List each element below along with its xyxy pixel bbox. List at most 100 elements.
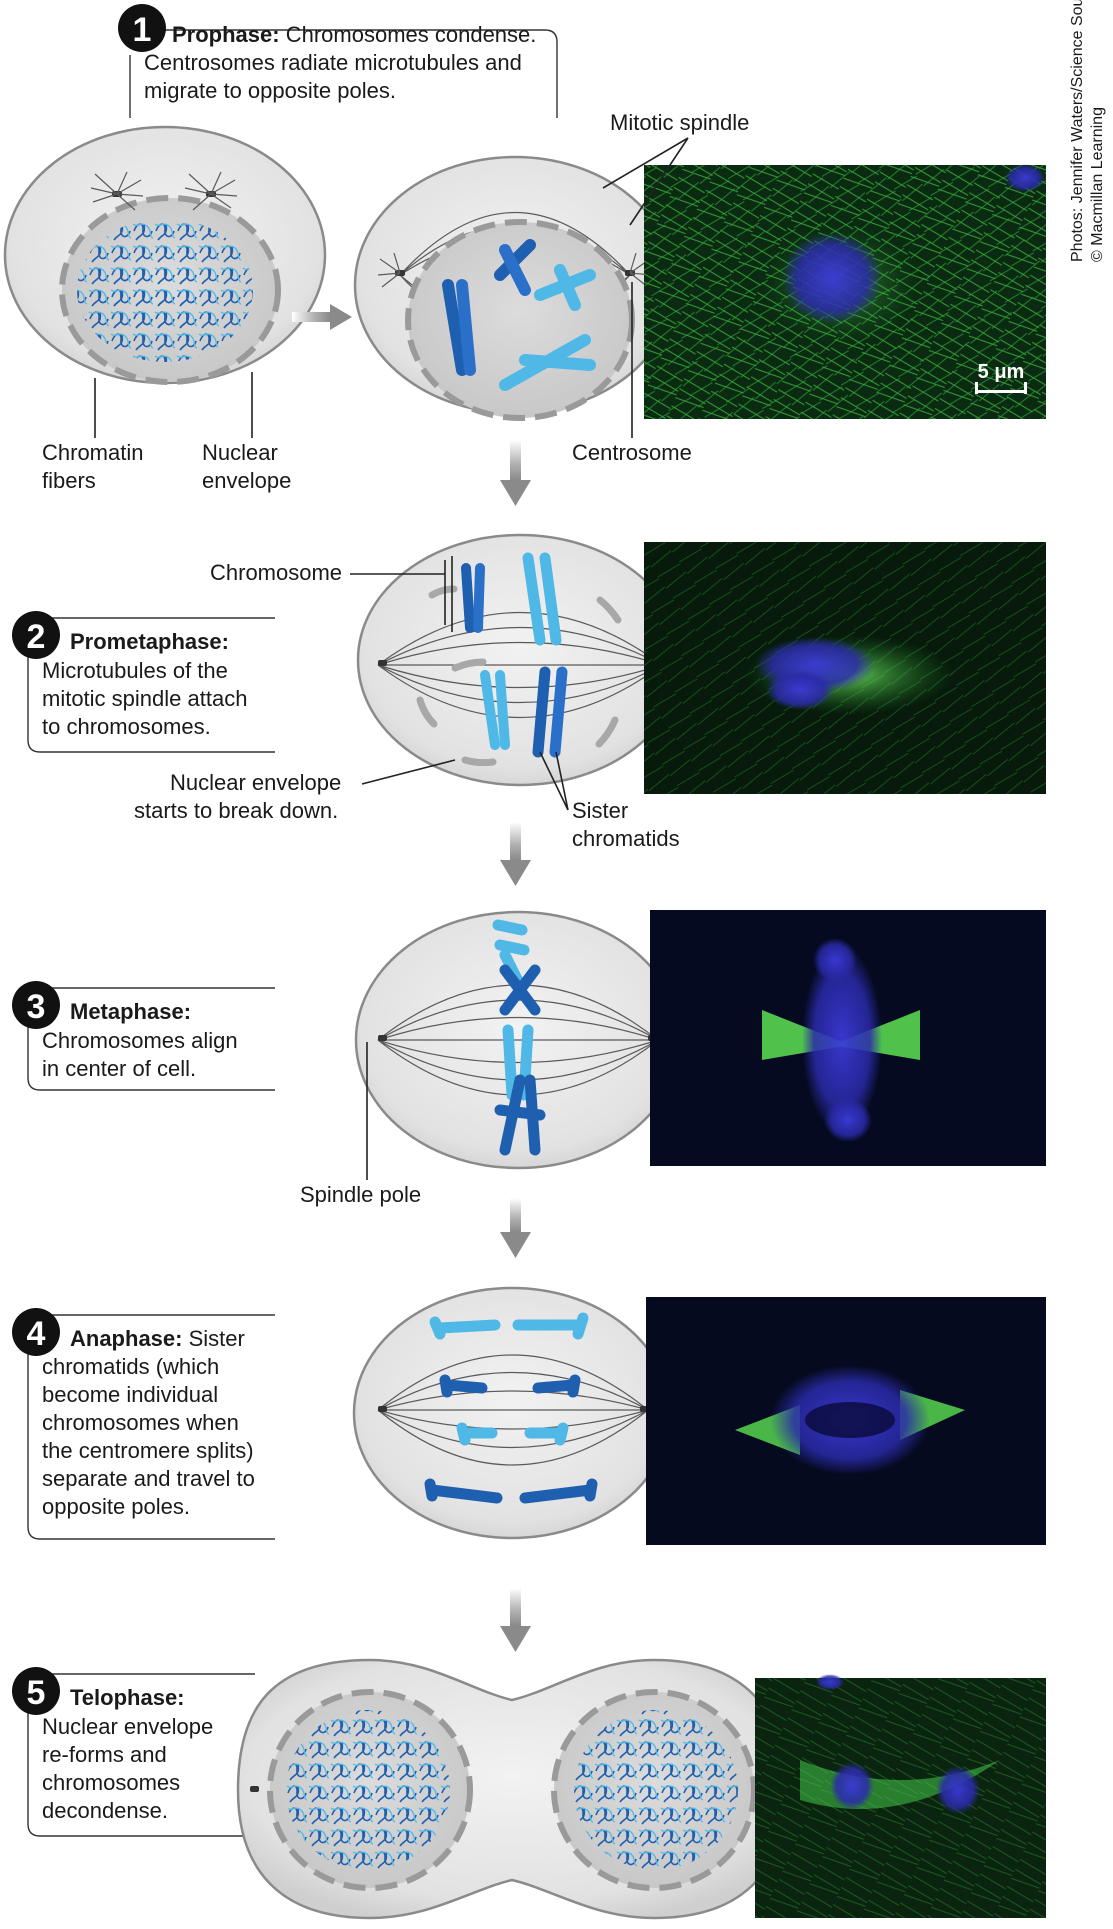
leader-mitotic-spindle	[602, 137, 689, 226]
label-nuclear-envelope-1: Nuclear	[202, 440, 278, 465]
metaphase-line-1: Chromosomes align	[42, 1028, 238, 1053]
prophase-caption-line-2: Centrosomes radiate microtubules and	[144, 50, 522, 75]
chromosome-icon	[534, 264, 596, 311]
anaphase-line-6: opposite poles.	[42, 1494, 190, 1519]
centrosome-icon	[250, 1786, 259, 1792]
caption-frame-4	[27, 1345, 275, 1540]
chromosome-icon	[532, 1374, 581, 1398]
credit-line-2: © Macmillan Learning	[1089, 107, 1106, 262]
step-number-1: 1	[133, 11, 152, 49]
telophase-title: Telophase:	[70, 1685, 185, 1710]
chromosome-icon	[499, 964, 541, 1016]
label-mitotic-spindle: Mitotic spindle	[610, 110, 749, 135]
step-badge-2	[12, 611, 60, 659]
anaphase-cell	[352, 1286, 672, 1540]
label-centrosome: Centrosome	[572, 440, 692, 465]
prometaphase-micrograph	[644, 542, 1046, 794]
arrow-down-icon	[500, 1198, 531, 1258]
chromatin-mass	[286, 1710, 450, 1870]
anaphase-line-1: chromatids (which	[42, 1354, 219, 1379]
scale-bar	[975, 390, 1027, 393]
caption-frame-5	[27, 1704, 255, 1837]
label-chromatin-fibers-1: Chromatin	[42, 440, 143, 465]
prometaphase-line-3: to chromosomes.	[42, 714, 211, 739]
caption-frame-3	[27, 1018, 275, 1091]
metaphase-line-2: in center of cell.	[42, 1056, 196, 1081]
step-number-5: 5	[27, 1674, 46, 1712]
centrosome-icon	[90, 171, 144, 211]
caption-frame-1	[130, 29, 558, 118]
prophase-micrograph: 5 μm	[644, 164, 1046, 419]
early-prophase-cell	[3, 125, 327, 385]
stage-prophase: 1 Prophase: Chromosomes condense. Centro…	[3, 4, 1046, 493]
step-number-4: 4	[27, 1315, 46, 1353]
step-badge-1	[118, 4, 166, 52]
photo-credit: Photos: Jennifer Waters/Science Source ©…	[1069, 0, 1106, 262]
chromosome-icon	[442, 279, 476, 376]
leader-sister-chromatids	[539, 751, 569, 811]
metaphase-title: Metaphase:	[70, 999, 191, 1024]
chromosome-icon	[480, 670, 510, 750]
telophase-line-2: re-forms and	[42, 1742, 167, 1767]
chromatin-mass	[574, 1710, 738, 1870]
centrosome-icon	[625, 252, 653, 288]
telophase-line-4: decondense.	[42, 1798, 168, 1823]
centrosome-icon	[377, 252, 405, 288]
stage-prometaphase: 2 Prometaphase: Microtubules of the mito…	[12, 533, 1046, 851]
arrow-down-icon	[500, 1588, 531, 1652]
chromosome-icon	[494, 1074, 546, 1156]
step-number-2: 2	[27, 618, 46, 656]
label-envelope-breakdown-1: Nuclear envelope	[170, 770, 341, 795]
chromosome-icon	[522, 552, 562, 646]
late-prophase-cell	[353, 155, 677, 421]
prometaphase-line-1: Microtubules of the	[42, 658, 228, 683]
chromosome-icon	[512, 1312, 589, 1340]
arrow-right-icon	[292, 304, 352, 330]
label-envelope-breakdown-2: starts to break down.	[134, 798, 338, 823]
prometaphase-cell	[356, 533, 684, 787]
anaphase-line-4: the centromere splits)	[42, 1438, 254, 1463]
metaphase-cell	[354, 910, 682, 1170]
label-chromosome: Chromosome	[210, 560, 342, 585]
label-sister-chromatids-1: Sister	[572, 798, 628, 823]
step-badge-5	[12, 1667, 60, 1715]
stage-metaphase: 3 Metaphase: Chromosomes align in center…	[12, 910, 1046, 1207]
step-badge-3	[12, 981, 60, 1029]
prophase-caption-line-3: migrate to opposite poles.	[144, 78, 396, 103]
arrow-down-icon	[500, 822, 531, 886]
chromosome-icon	[424, 1478, 503, 1504]
spindle-pole-icon	[378, 660, 387, 666]
telophase-line-1: Nuclear envelope	[42, 1714, 213, 1739]
chromosome-icon	[461, 563, 485, 633]
prometaphase-line-2: mitotic spindle attach	[42, 686, 247, 711]
step-number-3: 3	[27, 988, 46, 1026]
label-nuclear-envelope-2: envelope	[202, 468, 291, 493]
chromosome-icon	[429, 1316, 501, 1340]
spindle-pole-icon	[378, 1406, 387, 1412]
chromosome-icon	[499, 334, 596, 391]
label-chromatin-fibers-2: fibers	[42, 468, 96, 493]
leader-chromosome	[350, 560, 446, 625]
centrosome-icon	[184, 171, 238, 211]
anaphase-line-3: chromosomes when	[42, 1410, 239, 1435]
step-badge-4	[12, 1308, 60, 1356]
chromosome-icon	[439, 1374, 488, 1398]
leader-envelope-breakdown	[361, 759, 456, 785]
chromosome-icon	[524, 1422, 569, 1446]
prophase-caption-line-1: Prophase: Chromosomes condense.	[172, 22, 536, 47]
stage-anaphase: 4 Anaphase: Sister chromatids (which bec…	[12, 1286, 1046, 1545]
telophase-line-3: chromosomes	[42, 1770, 180, 1795]
chromosome-icon	[494, 239, 536, 296]
caption-frame-2	[27, 648, 275, 753]
stage-telophase: 5 Telophase: Nuclear envelope re-forms a…	[12, 1658, 1046, 1920]
arrow-down-icon	[500, 440, 531, 506]
label-sister-chromatids-2: chromatids	[572, 826, 680, 851]
anaphase-line-5: separate and travel to	[42, 1466, 255, 1491]
telophase-micrograph	[755, 1674, 1046, 1918]
scale-bar-label: 5 μm	[978, 361, 1025, 383]
anaphase-micrograph	[646, 1297, 1046, 1545]
spindle-pole-icon	[378, 1035, 387, 1041]
chromosome-icon	[519, 1478, 598, 1504]
chromosome-icon	[532, 666, 568, 758]
anaphase-line-0: Anaphase: Sister	[70, 1326, 245, 1351]
